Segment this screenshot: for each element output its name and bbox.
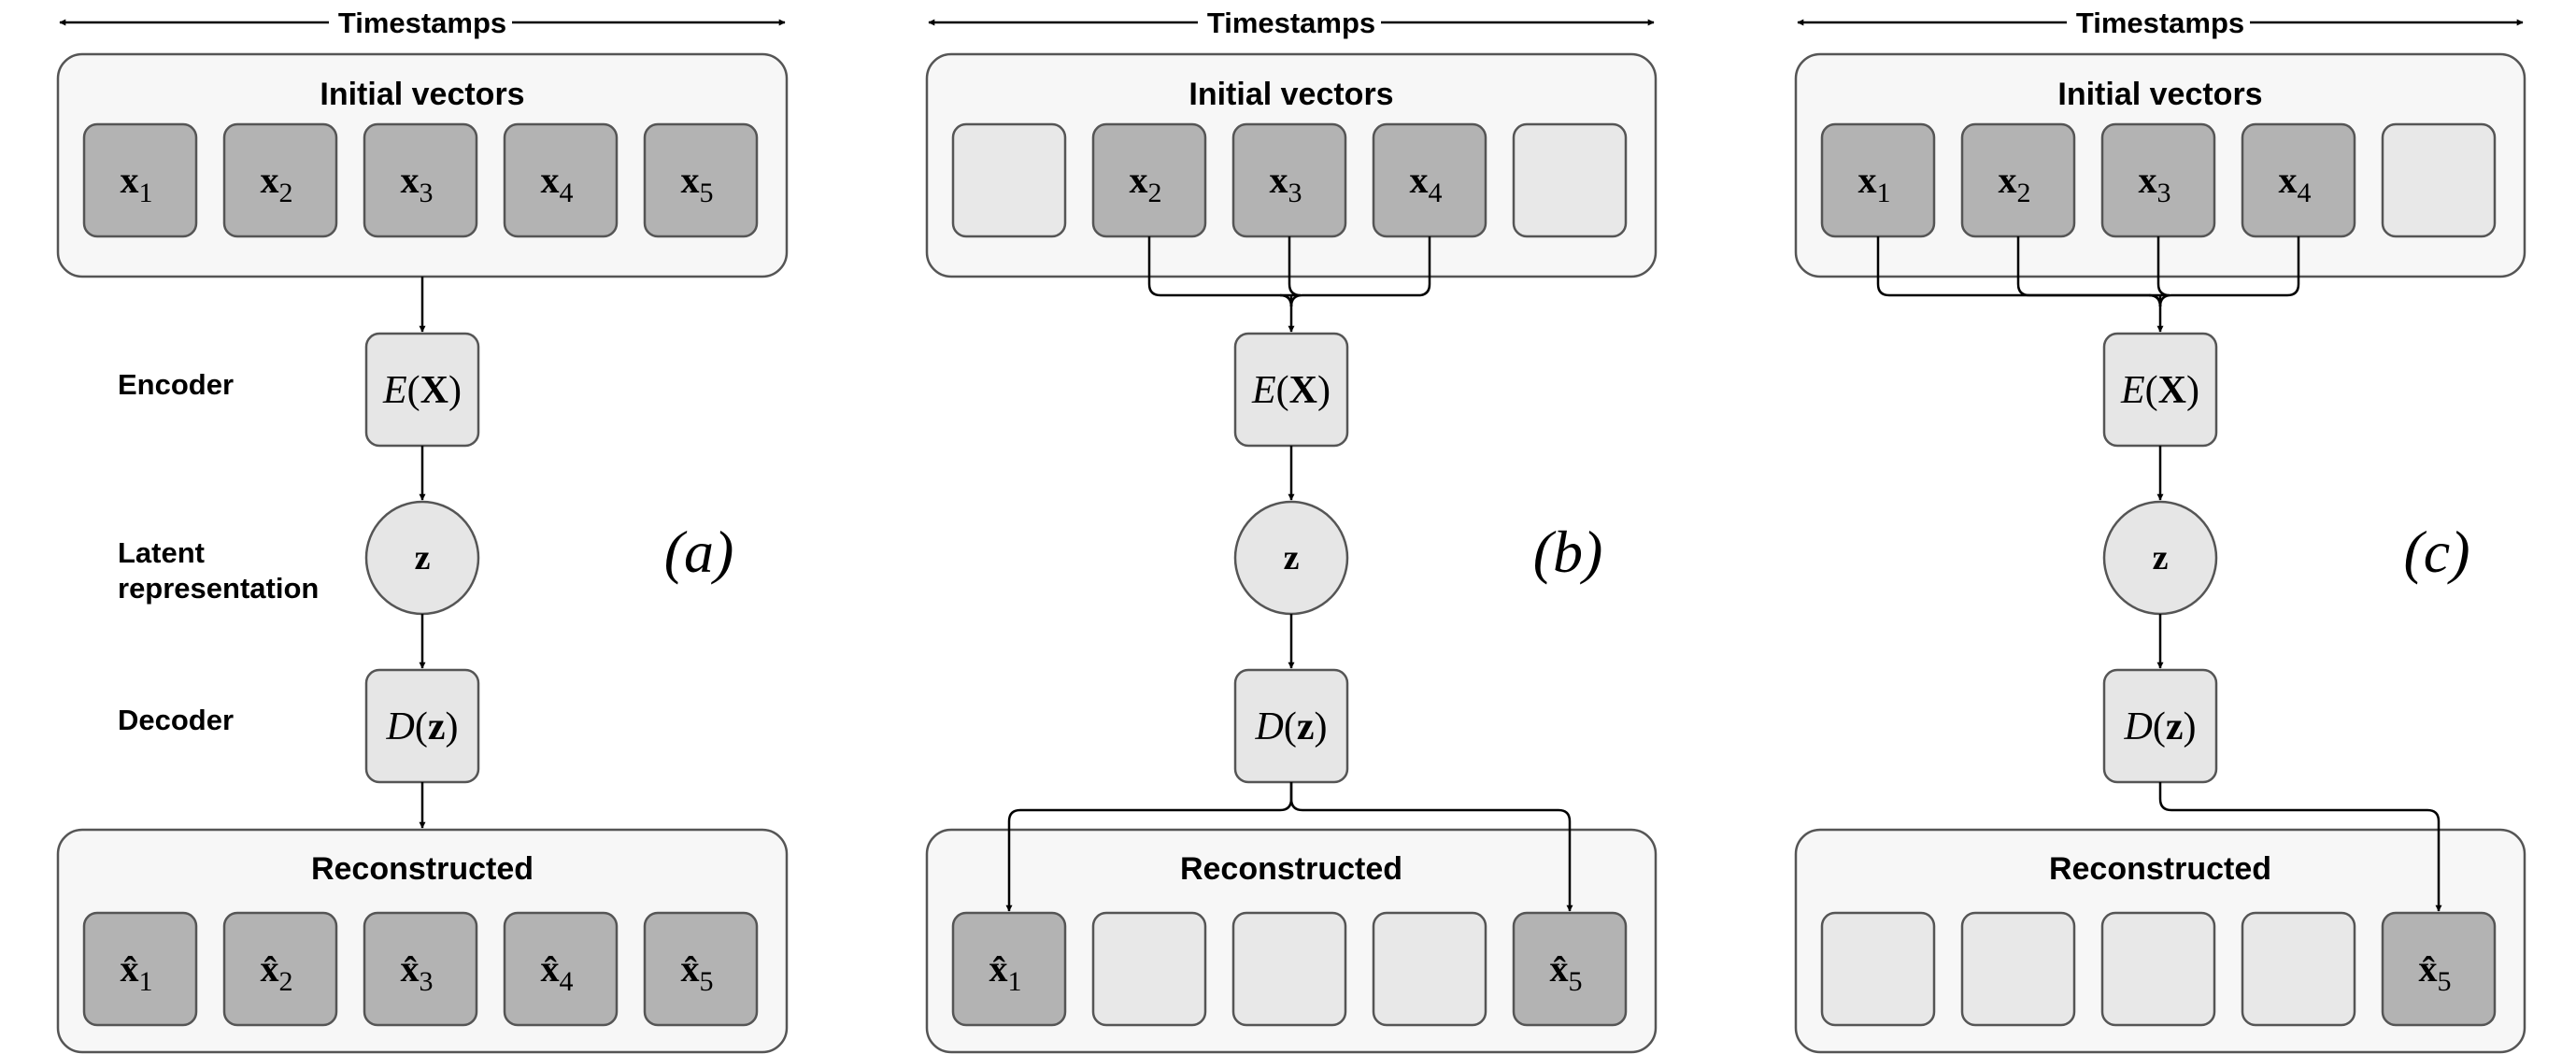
vector-label: x̂4: [541, 947, 574, 997]
vector-label: x3: [2139, 159, 2171, 208]
output-vector-box: [643, 911, 759, 1027]
output-vector-box: [82, 911, 198, 1027]
timestamps-label: Timestamps: [2076, 7, 2244, 39]
vector-label: x̂1: [121, 947, 153, 997]
encoder-label: E(X): [1251, 369, 1331, 412]
output-vector-box: [222, 911, 338, 1027]
output-vector-box: [1820, 911, 1936, 1027]
vector-label: x5: [681, 159, 714, 208]
panel-label: (b): [1533, 519, 1603, 585]
timestamps-label-bg: [1198, 6, 1381, 39]
input-vector-box: [222, 122, 338, 238]
timestamps-label: Timestamps: [338, 7, 506, 39]
vector-label: x4: [2279, 159, 2312, 208]
output-vector-box: [1372, 911, 1487, 1027]
initial-vectors-title: Initial vectors: [2057, 77, 2262, 112]
output-connector: [1289, 782, 1573, 912]
vector-label: x2: [1130, 159, 1162, 208]
vector-label: x1: [121, 159, 153, 208]
output-vector-box: [2381, 911, 2497, 1027]
input-vector-box: [2381, 122, 2497, 238]
output-vector-box: [951, 911, 1067, 1027]
vector-label: x̂2: [261, 947, 293, 997]
reconstructed-title: Reconstructed: [2049, 851, 2271, 887]
latent-label: z: [415, 538, 431, 577]
panel-label: (a): [664, 519, 734, 585]
vector-label: x̂5: [1550, 947, 1583, 997]
input-vector-box: [82, 122, 198, 238]
vector-label: x2: [1999, 159, 2031, 208]
input-vector-box: [643, 122, 759, 238]
decoder-label: D(z): [2124, 705, 2197, 748]
timestamps-label-bg: [329, 6, 512, 39]
output-vector-box: [1512, 911, 1628, 1027]
panel-label: (c): [2403, 519, 2469, 585]
latent-side-label-line2: representation: [118, 572, 319, 605]
output-vector-box: [1231, 911, 1347, 1027]
reconstructed-title: Reconstructed: [1180, 851, 1402, 887]
latent-label: z: [2153, 538, 2169, 577]
vector-label: x4: [541, 159, 574, 208]
initial-vectors-title: Initial vectors: [1188, 77, 1393, 112]
output-vector-box: [503, 911, 619, 1027]
output-vector-box: [2100, 911, 2216, 1027]
decoder-label: D(z): [1255, 705, 1328, 748]
input-vector-box: [1512, 122, 1628, 238]
timestamps-label: Timestamps: [1207, 7, 1375, 39]
timestamps-label-bg: [2067, 6, 2250, 39]
reconstructed-title: Reconstructed: [311, 851, 534, 887]
input-vector-box: [363, 122, 478, 238]
input-vector-box: [951, 122, 1067, 238]
latent-side-label-line1: Latent: [118, 536, 205, 569]
output-vector-box: [2241, 911, 2356, 1027]
input-vector-box: [503, 122, 619, 238]
input-connector: [2158, 236, 2300, 307]
vector-label: x3: [1270, 159, 1302, 208]
vector-label: x2: [261, 159, 293, 208]
encoder-side-label: Encoder: [118, 368, 234, 401]
decoder-side-label: Decoder: [118, 704, 234, 736]
vector-label: x1: [1858, 159, 1891, 208]
decoder-label: D(z): [386, 705, 459, 748]
output-vector-box: [363, 911, 478, 1027]
vector-label: x̂3: [401, 947, 434, 997]
output-vector-box: [1960, 911, 2076, 1027]
vector-label: x̂1: [989, 947, 1022, 997]
output-vector-box: [1091, 911, 1207, 1027]
output-connector: [2158, 782, 2442, 912]
vector-label: x̂5: [2419, 947, 2452, 997]
encoder-label: E(X): [2120, 369, 2199, 412]
vector-label: x3: [401, 159, 434, 208]
encoder-label: E(X): [382, 369, 462, 412]
latent-label: z: [1284, 538, 1300, 577]
input-connector: [1289, 236, 1431, 307]
vector-label: x4: [1410, 159, 1443, 208]
initial-vectors-title: Initial vectors: [320, 77, 524, 112]
vector-label: x̂5: [681, 947, 714, 997]
